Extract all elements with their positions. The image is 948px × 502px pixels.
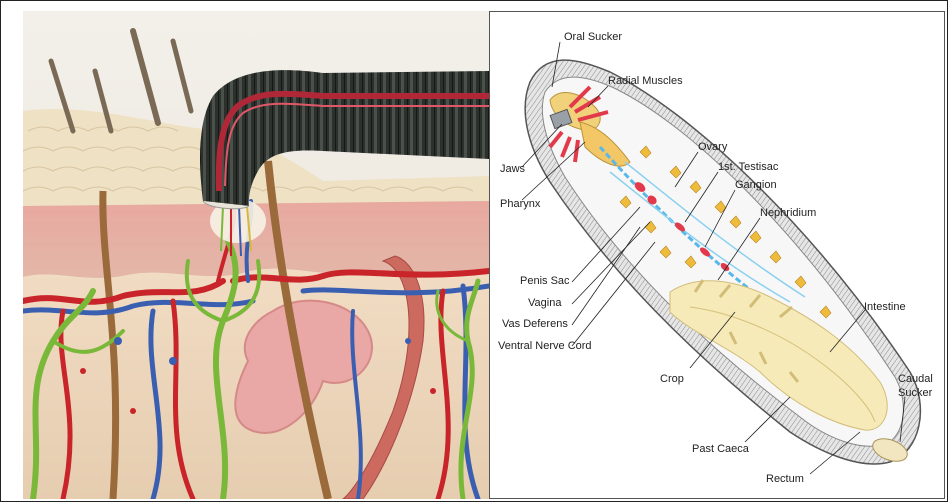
- label-ventral-nerve-cord: Ventral Nerve Cord: [498, 340, 592, 352]
- leech-anatomy-svg: Oral Sucker Radial Muscles Jaws Pharynx …: [490, 12, 946, 500]
- label-ovary: Ovary: [698, 141, 728, 153]
- skin-cross-section-svg: [23, 11, 489, 499]
- label-jaws: Jaws: [500, 163, 526, 175]
- label-gangion: Gangion: [735, 179, 777, 191]
- label-pharynx: Pharynx: [500, 198, 541, 210]
- label-radial-muscles: Radial Muscles: [608, 75, 683, 87]
- label-testisac: 1st. Testisac: [718, 161, 779, 173]
- label-past-caeca: Past Caeca: [692, 443, 750, 455]
- label-vas-deferens: Vas Deferens: [502, 318, 568, 330]
- label-intestine: Intestine: [864, 301, 906, 313]
- label-nephridium: Nephridium: [760, 207, 816, 219]
- label-sucker: Sucker: [898, 387, 933, 399]
- label-crop: Crop: [660, 373, 684, 385]
- leech-anatomy-diagram: Oral Sucker Radial Muscles Jaws Pharynx …: [489, 11, 945, 499]
- label-caudal: Caudal: [898, 373, 933, 385]
- label-rectum: Rectum: [766, 473, 804, 485]
- skin-cross-section-illustration: [23, 11, 489, 499]
- label-penis-sac: Penis Sac: [520, 275, 570, 287]
- label-vagina: Vagina: [528, 297, 562, 309]
- label-oral-sucker: Oral Sucker: [564, 31, 622, 43]
